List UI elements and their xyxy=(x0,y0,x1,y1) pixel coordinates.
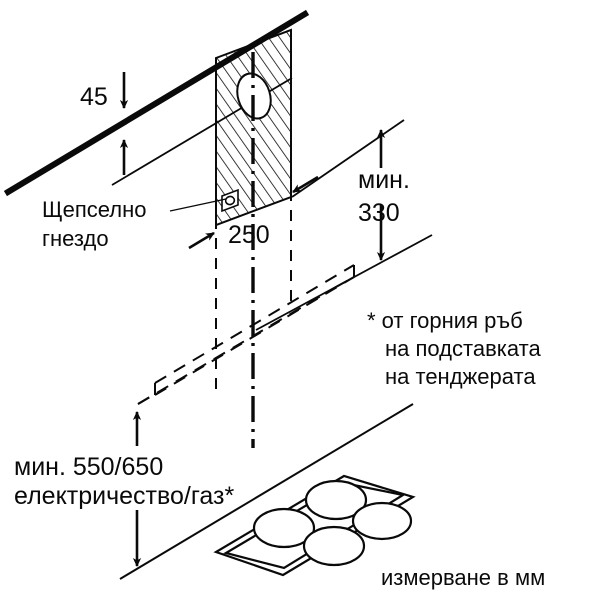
footnote-line3: на тенджерата xyxy=(385,364,536,389)
footnote-line1: * от горния ръб xyxy=(367,308,523,333)
burner xyxy=(302,525,366,567)
worktop-line xyxy=(119,403,414,580)
wall-recess-panel xyxy=(215,28,292,227)
burner xyxy=(351,501,413,541)
socket-label-line2: гнездо xyxy=(42,226,109,251)
dim-250-arrows xyxy=(188,175,319,250)
socket-label-line1: Щепселно xyxy=(42,197,147,222)
power-socket-symbol xyxy=(169,188,239,213)
cooktop xyxy=(213,474,416,577)
dimension-extension-lines xyxy=(215,30,292,393)
footnote-line2: на подставката xyxy=(385,336,541,361)
burner xyxy=(304,479,368,521)
dim-45-label: 45 xyxy=(80,83,108,111)
units-label: измерване в мм xyxy=(381,565,545,590)
burner xyxy=(252,507,316,549)
dim-250-label: 250 xyxy=(228,221,270,249)
dim-330-label-line2: 330 xyxy=(358,199,400,227)
dim-550-650-label-line2: електричество/газ* xyxy=(14,482,234,510)
dim-330-label-line1: мин. xyxy=(358,166,410,194)
dim-550-650-label-line1: мин. 550/650 xyxy=(14,453,163,481)
hood-outline-dashed xyxy=(137,264,355,405)
